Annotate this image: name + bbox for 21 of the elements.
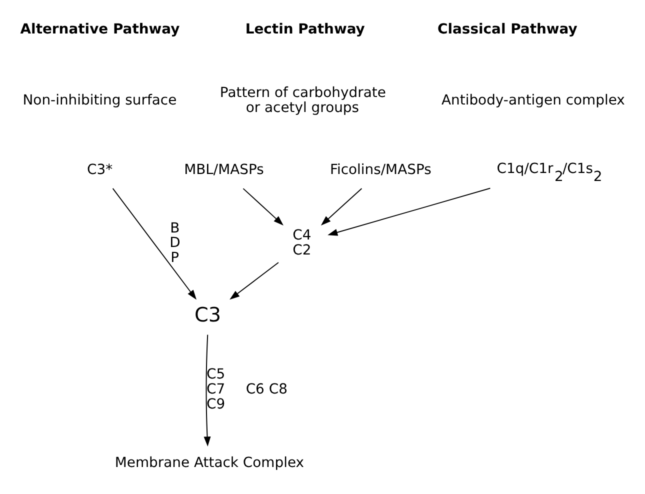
arrow [320, 188, 362, 226]
node-text: Ficolins/MASPs [330, 162, 432, 178]
arrow [230, 262, 279, 300]
edge-label: C5 C7 C9 [206, 366, 226, 413]
label: C6 C8 [246, 382, 288, 398]
label: Antibody-antigen complex [442, 92, 625, 108]
label: Pattern of carbohydrate or acetyl groups [220, 84, 386, 116]
arrow [328, 188, 491, 236]
node-text: C3 [194, 304, 222, 327]
label: Lectin Pathway [245, 22, 365, 38]
node-text: Membrane Attack Complex [114, 454, 304, 471]
label: Classical Pathway [438, 22, 578, 38]
arrow [112, 188, 197, 300]
label: Non-inhibiting surface [22, 92, 177, 108]
label: Alternative Pathway [20, 22, 180, 38]
node-text: C4 C2 [292, 228, 312, 259]
node-text: C3* [86, 162, 113, 178]
node-text: MBL/MASPs [184, 162, 264, 178]
edge-label: B D P [170, 220, 180, 266]
arrow [242, 188, 284, 226]
arrow [204, 334, 211, 447]
